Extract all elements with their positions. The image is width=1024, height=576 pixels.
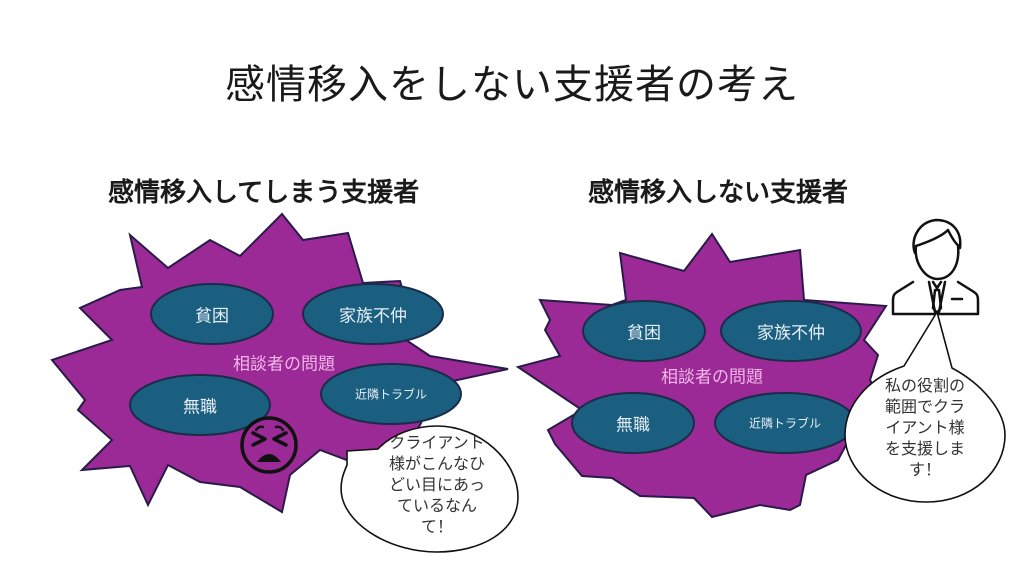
left-oval-family — [302, 283, 444, 345]
left-oval-unemployed — [129, 374, 271, 436]
bubble-line: す！ — [908, 460, 941, 479]
right-heading: 感情移入しない支援者 — [588, 178, 849, 208]
right-issue-poverty: 貧困 — [627, 323, 661, 344]
right-issue-family-discord: 家族不仲 — [757, 323, 825, 344]
left-issue-unemployed: 無職 — [183, 397, 217, 418]
left-issue-family-discord: 家族不仲 — [339, 306, 407, 327]
right-issue-neighbor-trouble: 近隣トラブル — [748, 416, 822, 431]
right-bubble-text: 私の役割の 範囲でクラ イアント様 を支援しま す！ — [862, 375, 988, 480]
slide-title: 感情移入をしない支援者の考え — [225, 62, 799, 108]
left-speech-bubble — [340, 425, 519, 553]
right-oval-unemployed — [571, 392, 695, 454]
right-issue-unemployed: 無職 — [616, 415, 650, 436]
bubble-line: を支援しま — [884, 439, 965, 458]
bubble-line: イアント様 — [885, 418, 965, 437]
right-oval-poverty — [582, 300, 706, 362]
left-bubble-text: クライアント 様がこんなひ どい目にあっ ているなん て！ — [372, 432, 502, 537]
bubble-line: 範囲でクラ — [884, 397, 965, 416]
bubble-line: 様がこんなひ — [388, 454, 485, 473]
bubble-line: ているなん — [396, 496, 477, 515]
left-heading: 感情移入してしまう支援者 — [108, 178, 420, 208]
left-issue-neighbor-trouble: 近隣トラブル — [354, 387, 428, 402]
tired-face-icon — [240, 416, 298, 474]
right-center-label: 相談者の問題 — [661, 367, 763, 388]
bubble-line: て！ — [420, 517, 453, 536]
left-oval-poverty — [150, 283, 274, 345]
left-center-label: 相談者の問題 — [233, 354, 335, 375]
right-oval-family — [720, 300, 862, 362]
bubble-line: どい目にあっ — [388, 475, 485, 494]
businessman-icon — [891, 218, 980, 316]
left-issue-poverty: 貧困 — [195, 306, 229, 327]
bubble-line: 私の役割の — [884, 376, 965, 395]
right-speech-bubble — [844, 309, 1006, 503]
left-oval-neighbor — [320, 363, 462, 425]
bubble-line: クライアント — [389, 433, 485, 452]
